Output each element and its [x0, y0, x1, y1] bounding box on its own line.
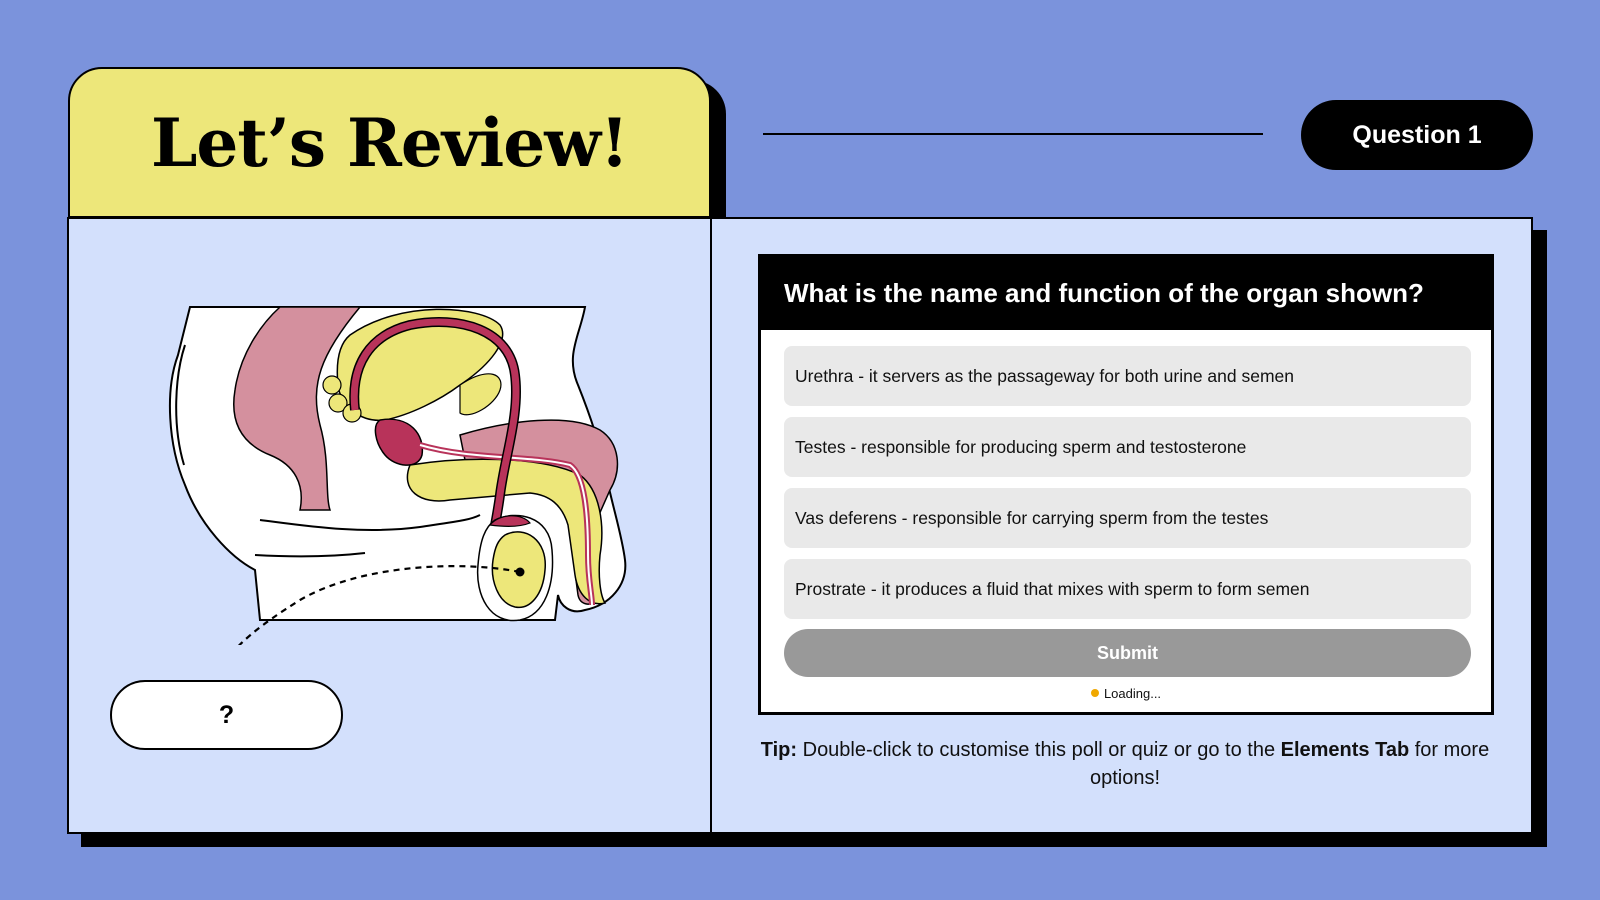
quiz-option-testes[interactable]: Testes - responsible for producing sperm…: [784, 417, 1471, 477]
tip-prefix: Tip:: [760, 739, 798, 761]
tip-body-1: Double-click to customise this poll or q…: [797, 739, 1281, 761]
question-number-badge: Question 1: [1301, 100, 1533, 170]
tip-elements-tab: Elements Tab: [1280, 739, 1410, 761]
option-label: Urethra - it servers as the passageway f…: [795, 365, 1294, 386]
quiz-option-vas-deferens[interactable]: Vas deferens - responsible for carrying …: [784, 488, 1471, 548]
vas-deferens-shape: [350, 318, 520, 566]
tip-text: Tip: Double-click to customise this poll…: [760, 736, 1490, 792]
slide-title: Let’s Review!: [150, 103, 629, 182]
option-label: Vas deferens - responsible for carrying …: [795, 507, 1269, 528]
header-divider-line: [763, 133, 1263, 135]
tip-body-2: for more options!: [1089, 739, 1490, 789]
loading-indicator: Loading...: [761, 684, 1491, 702]
loading-text: Loading...: [1103, 685, 1162, 701]
prostate-shape: [374, 418, 424, 466]
pointer-leader-line: [238, 565, 521, 645]
loading-dot-icon: [1090, 689, 1099, 697]
label-answer-box: ?: [110, 680, 343, 750]
quiz-option-urethra[interactable]: Urethra - it servers as the passageway f…: [784, 346, 1471, 406]
quiz-question: What is the name and function of the org…: [761, 257, 1491, 330]
quiz-widget: What is the name and function of the org…: [758, 254, 1494, 715]
option-label: Testes - responsible for producing sperm…: [795, 436, 1247, 457]
reproductive-anatomy-illustration: [168, 306, 627, 645]
erectile-tissue-shape: [406, 458, 607, 605]
card-divider: [710, 217, 712, 834]
submit-button[interactable]: Submit: [784, 629, 1471, 677]
title-tab: Let’s Review!: [68, 67, 711, 218]
rectum-shape: [233, 306, 362, 511]
quiz-option-prostate[interactable]: Prostrate - it produces a fluid that mix…: [784, 559, 1471, 619]
option-label: Prostrate - it produces a fluid that mix…: [795, 578, 1310, 599]
